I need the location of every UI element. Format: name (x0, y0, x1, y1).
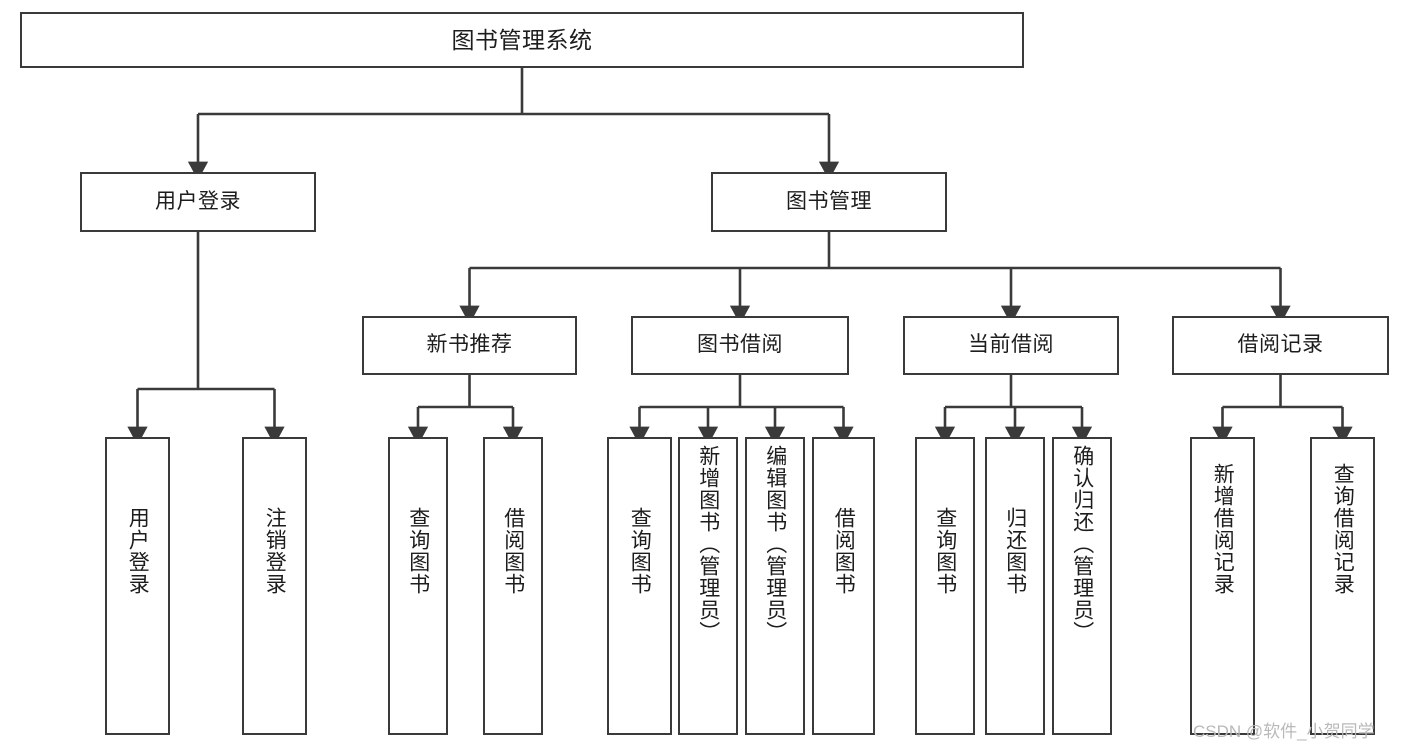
node-label: 图书管理系统 (451, 26, 593, 53)
node-label: 用户登录 (126, 507, 150, 595)
node-label: 归还图书 (1003, 507, 1027, 595)
node-leaf-borrow-book-1[interactable]: 借阅图书 (483, 437, 543, 735)
node-leaf-add-book[interactable]: 新增图书（管理员） (678, 437, 738, 735)
node-label: 图书借阅 (697, 333, 783, 357)
node-label: 借阅图书 (832, 507, 856, 595)
node-label: 借阅记录 (1237, 333, 1324, 357)
node-label: 当前借阅 (968, 333, 1054, 357)
node-user-login[interactable]: 用户登录 (80, 172, 316, 232)
node-leaf-query-book-1[interactable]: 查询图书 (388, 437, 448, 735)
node-leaf-query-book-2[interactable]: 查询图书 (607, 437, 672, 735)
node-label: 查询借阅记录 (1331, 463, 1355, 595)
node-label: 查询图书 (933, 507, 957, 595)
node-leaf-confirm-return[interactable]: 确认归还（管理员） (1052, 437, 1112, 735)
node-book-borrow[interactable]: 图书借阅 (631, 316, 849, 375)
node-new-book-recommend[interactable]: 新书推荐 (362, 316, 577, 375)
node-leaf-query-record[interactable]: 查询借阅记录 (1310, 437, 1375, 735)
node-leaf-logout[interactable]: 注销登录 (242, 437, 307, 735)
node-leaf-user-login[interactable]: 用户登录 (105, 437, 170, 735)
node-label: 用户登录 (155, 189, 241, 213)
node-leaf-borrow-book-2[interactable]: 借阅图书 (812, 437, 875, 735)
node-leaf-query-book-3[interactable]: 查询图书 (915, 437, 975, 735)
node-label: 新增图书（管理员） (696, 445, 720, 643)
node-label: 编辑图书（管理员） (763, 445, 787, 643)
node-leaf-return-book[interactable]: 归还图书 (985, 437, 1045, 735)
node-root[interactable]: 图书管理系统 (20, 12, 1024, 68)
node-leaf-add-record[interactable]: 新增借阅记录 (1190, 437, 1255, 735)
node-label: 确认归还（管理员） (1070, 445, 1094, 643)
node-borrow-record[interactable]: 借阅记录 (1172, 316, 1389, 375)
node-book-manage[interactable]: 图书管理 (711, 172, 947, 232)
node-label: 新增借阅记录 (1211, 463, 1235, 595)
node-label: 注销登录 (263, 507, 287, 595)
node-label: 查询图书 (628, 507, 652, 595)
node-current-borrow[interactable]: 当前借阅 (903, 316, 1119, 375)
node-label: 查询图书 (406, 507, 430, 595)
node-label: 新书推荐 (426, 333, 513, 357)
node-label: 图书管理 (786, 189, 872, 213)
csdn-watermark: CSDN @软件_小贺同学 (1193, 722, 1375, 741)
node-label: 借阅图书 (501, 507, 525, 595)
node-leaf-edit-book[interactable]: 编辑图书（管理员） (745, 437, 805, 735)
